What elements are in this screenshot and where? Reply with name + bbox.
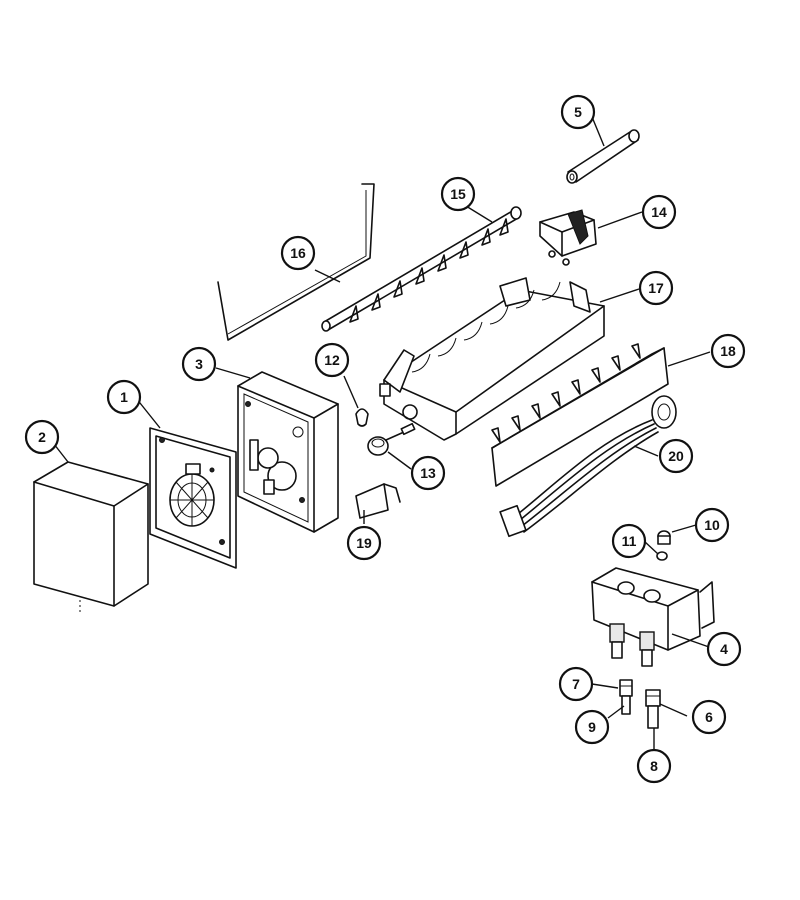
- part-shutoff-arm: [217, 183, 375, 341]
- svg-text:6: 6: [705, 709, 713, 725]
- part-nut: [657, 530, 671, 545]
- callout-16: 16: [280, 235, 316, 271]
- part-clip: [355, 408, 369, 427]
- callout-15: 15: [440, 176, 476, 212]
- part-ice-stripper: [491, 343, 669, 487]
- svg-text:18: 18: [720, 343, 736, 359]
- part-module-housing: [237, 371, 339, 533]
- svg-text:3: 3: [195, 356, 203, 372]
- svg-text:9: 9: [588, 719, 596, 735]
- svg-text:12: 12: [324, 352, 340, 368]
- valve-inlet-fittings: [609, 623, 655, 667]
- callout-13: 13: [410, 455, 446, 491]
- svg-text:7: 7: [572, 676, 580, 692]
- svg-text:2: 2: [38, 429, 46, 445]
- callout-7: 7: [558, 666, 594, 702]
- callout-10: 10: [694, 507, 730, 543]
- callout-8: 8: [636, 748, 672, 784]
- callout-5: 5: [560, 94, 596, 130]
- svg-text:5: 5: [574, 104, 582, 120]
- part-inlet-fitting: [619, 679, 633, 715]
- callout-1: 1: [106, 379, 142, 415]
- part-cover-box: [33, 461, 149, 612]
- callout-2: 2: [24, 419, 60, 455]
- part-fill-cup: [539, 209, 597, 266]
- part-outlet-fitting: [645, 689, 661, 729]
- part-ejector-shaft: [321, 206, 522, 332]
- callout-18: 18: [710, 333, 746, 369]
- callout-11: 11: [611, 523, 647, 559]
- svg-text:11: 11: [622, 533, 637, 549]
- svg-text:20: 20: [668, 448, 684, 464]
- callout-20: 20: [658, 438, 694, 474]
- svg-text:14: 14: [651, 204, 667, 220]
- part-thermostat: [367, 422, 416, 456]
- callout-12: 12: [314, 342, 350, 378]
- callout-9: 9: [574, 709, 610, 745]
- callout-3: 3: [181, 346, 217, 382]
- callout-14: 14: [641, 194, 677, 230]
- svg-text:10: 10: [704, 517, 720, 533]
- callout-19: 19: [346, 525, 382, 561]
- callout-6: 6: [691, 699, 727, 735]
- svg-text:15: 15: [450, 186, 466, 202]
- part-water-valve: [591, 567, 715, 667]
- part-bracket: [355, 483, 401, 519]
- callout-17: 17: [638, 270, 674, 306]
- svg-text:4: 4: [720, 641, 728, 657]
- part-mold-body: [379, 277, 605, 441]
- svg-text:17: 17: [648, 280, 664, 296]
- svg-text:13: 13: [420, 465, 436, 481]
- svg-text:16: 16: [290, 245, 306, 261]
- part-washer: [656, 551, 668, 561]
- leader-lines: [53, 111, 711, 750]
- part-front-plate: [149, 427, 237, 569]
- callout-4: 4: [706, 631, 742, 667]
- part-fill-tube: [566, 129, 640, 184]
- svg-text:8: 8: [650, 758, 658, 774]
- svg-text:1: 1: [120, 389, 128, 405]
- part-wire-harness: [499, 395, 677, 538]
- svg-text:19: 19: [356, 535, 372, 551]
